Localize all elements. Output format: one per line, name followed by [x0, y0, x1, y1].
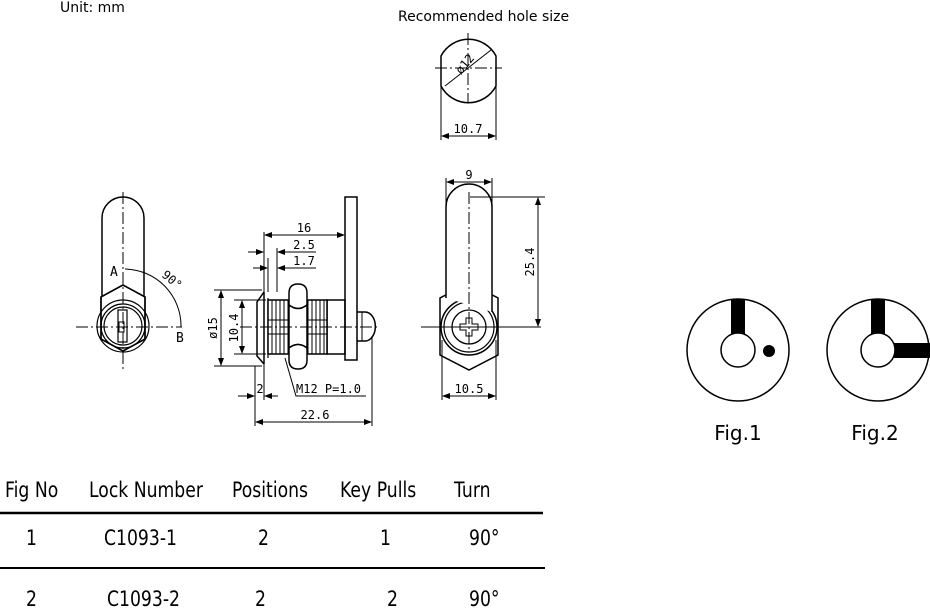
hole-diameter-label: ø12: [453, 51, 478, 77]
hole-diameter-line: [444, 49, 492, 87]
dim-25-4-label: 25.4: [523, 248, 537, 277]
rotation-arc: [124, 268, 182, 328]
cell-turn: 90°: [469, 587, 500, 611]
angle-label: 90°: [159, 268, 185, 293]
dim-10-5-label: 10.5: [455, 382, 484, 396]
header-positions: Positions: [232, 478, 309, 502]
cell-positions: 2: [258, 526, 269, 550]
rear-view: 9 25.4 10.5: [421, 168, 545, 400]
dim-d15-label: ø15: [206, 317, 220, 339]
dim-9-label: 9: [465, 168, 472, 182]
dim-1-7-label: 1.7: [293, 254, 315, 268]
hole-width-label: 10.7: [454, 122, 483, 136]
cell-positions: 2: [255, 587, 266, 611]
fig-2-label: Fig.2: [851, 421, 898, 445]
hole-size-view: Recommended hole size ø12 10.7: [398, 9, 569, 140]
side-view: 16 2.5 1.7 ø15 10.4 2 M12 P=1.0 22.6: [206, 196, 380, 426]
unit-label: Unit: mm: [60, 0, 125, 16]
thread-leader: [284, 357, 366, 397]
cross-slot: [459, 317, 479, 337]
nut-side: [288, 283, 308, 310]
figure-2: Fig.2: [826, 298, 930, 445]
fig-1-label: Fig.1: [714, 421, 761, 445]
key-position-top: [731, 299, 745, 334]
dim-22-6-label: 22.6: [301, 408, 330, 422]
cell-key-pulls: 1: [380, 526, 391, 550]
cam-side: [344, 196, 358, 361]
dim-10-4-label: 10.4: [227, 314, 241, 343]
cell-fig-no: 1: [26, 526, 37, 550]
cell-turn: 90°: [469, 526, 500, 550]
front-view: A B 90°: [76, 192, 185, 372]
key-position-top: [871, 299, 885, 334]
dim-2-5-label: 2.5: [293, 238, 315, 252]
header-turn: Turn: [454, 478, 491, 502]
face-flange: [256, 291, 265, 365]
dim-2-label: 2: [256, 382, 263, 396]
header-key-pulls: Key Pulls: [340, 478, 417, 502]
label-b: B: [176, 331, 184, 346]
key-position-right: [894, 343, 930, 358]
cell-lock-number: C1093-1: [104, 526, 178, 550]
key-pull-dot: [763, 345, 775, 357]
figure-1: Fig.1: [686, 298, 790, 445]
thread-label: M12 P=1.0: [296, 382, 361, 396]
header-lock-number: Lock Number: [89, 478, 203, 502]
dim-16-label: 16: [297, 221, 311, 235]
label-a: A: [110, 265, 118, 280]
header-fig-no: Fig No: [5, 478, 59, 502]
cell-lock-number: C1093-2: [107, 587, 181, 611]
cell-key-pulls: 2: [387, 587, 398, 611]
cell-fig-no: 2: [26, 587, 37, 611]
hole-title: Recommended hole size: [398, 9, 569, 25]
